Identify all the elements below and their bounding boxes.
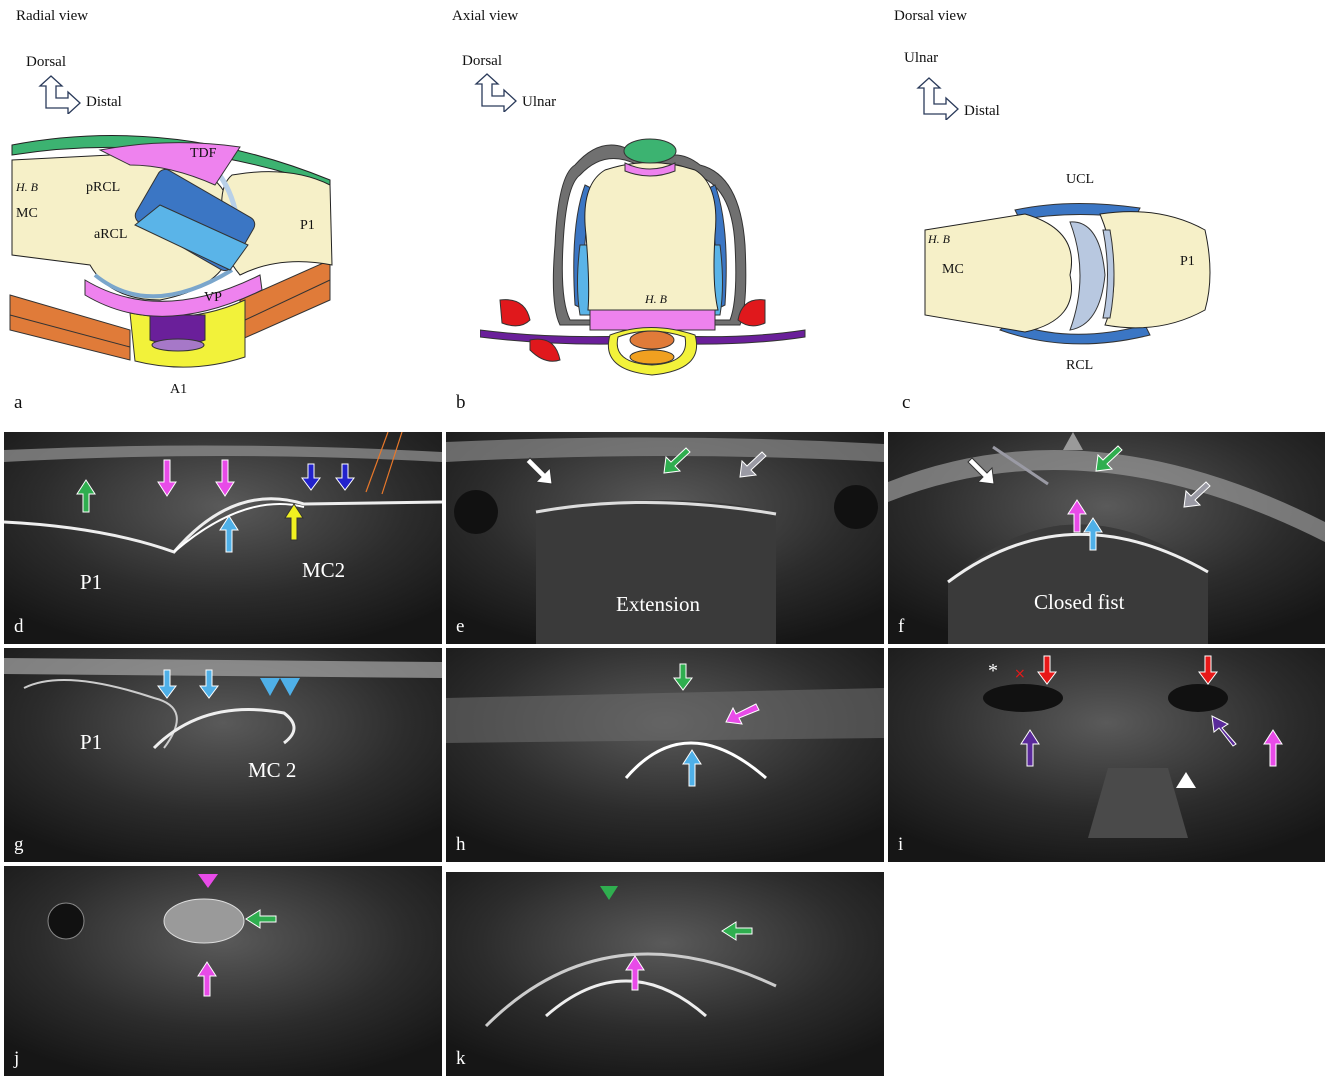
panel-b-label: b (456, 392, 466, 414)
label-p1: P1 (300, 218, 315, 234)
label-hb: H. B (645, 292, 667, 307)
panel-e-label: e (456, 616, 464, 638)
axis-ulnar-label: Ulnar (904, 50, 938, 67)
panel-a-title: Radial view (16, 8, 88, 25)
panel-c-title: Dorsal view (894, 8, 967, 25)
label-mc: MC (16, 206, 38, 222)
axis-distal-label: Distal (86, 94, 122, 111)
panel-b: Axial view Dorsal Ulnar H. B b (440, 0, 890, 420)
label-mc: MC (942, 262, 964, 278)
red-asterisk-icon: × (1014, 666, 1026, 682)
ultrasound-panel-e: Extension e (446, 432, 884, 644)
label-p1: P1 (80, 730, 102, 755)
axis-dorsal-label: Dorsal (462, 53, 502, 70)
ultrasound-panel-h: h (446, 648, 884, 862)
ultrasound-panel-d: P1 MC2 d (4, 432, 442, 644)
panel-i-label: i (898, 834, 903, 856)
panel-c: Dorsal view Ulnar Distal UCL H. B MC P1 … (890, 0, 1329, 420)
panel-k-label: k (456, 1048, 466, 1070)
caption-closed-fist: Closed fist (1034, 590, 1124, 615)
svg-text:×: × (1014, 666, 1026, 682)
ultrasound-panel-k: k (446, 866, 884, 1076)
caption-extension: Extension (616, 592, 700, 617)
label-hb: H. B (16, 180, 38, 195)
label-p1: P1 (1180, 254, 1195, 270)
label-hb: H. B (928, 232, 950, 247)
axis-distal-label: Distal (964, 103, 1000, 120)
label-tdf: TDF (190, 146, 216, 162)
panel-g-label: g (14, 834, 24, 856)
label-vp: VP (204, 290, 222, 306)
ultrasound-panel-g: P1 MC 2 g (4, 648, 442, 862)
axis-dorsal-label: Dorsal (26, 54, 66, 71)
orientation-arrow-icon (472, 72, 522, 112)
panel-c-label: c (902, 392, 910, 414)
orientation-arrow-icon (36, 74, 86, 114)
panel-j-label: j (14, 1048, 19, 1070)
axial-view-diagram (480, 125, 820, 385)
panel-a: Radial view Dorsal Distal TDF H. B MC pR… (0, 0, 440, 420)
label-rcl: RCL (1066, 358, 1093, 374)
ultrasound-panel-f: Closed fist f (888, 432, 1325, 644)
dorsal-view-diagram (920, 200, 1220, 350)
orientation-arrow-icon (914, 76, 964, 120)
panel-d-label: d (14, 616, 24, 638)
ultrasound-panel-j: j (4, 866, 442, 1076)
panel-h-label: h (456, 834, 466, 856)
label-mc2: MC 2 (248, 758, 296, 783)
label-p1: P1 (80, 570, 102, 595)
label-prcl: pRCL (86, 180, 120, 196)
panel-f-label: f (898, 616, 904, 638)
panel-b-title: Axial view (452, 8, 518, 25)
label-ucl: UCL (1066, 172, 1094, 188)
asterisk-marker: * (988, 660, 998, 683)
panel-a-label: a (14, 392, 22, 414)
radial-view-diagram (0, 125, 440, 375)
label-arcl: aRCL (94, 227, 127, 243)
ultrasound-panel-i: × * i (888, 648, 1325, 862)
label-a1: A1 (170, 382, 187, 398)
axis-ulnar-label: Ulnar (522, 94, 556, 111)
label-mc2: MC2 (302, 558, 345, 583)
